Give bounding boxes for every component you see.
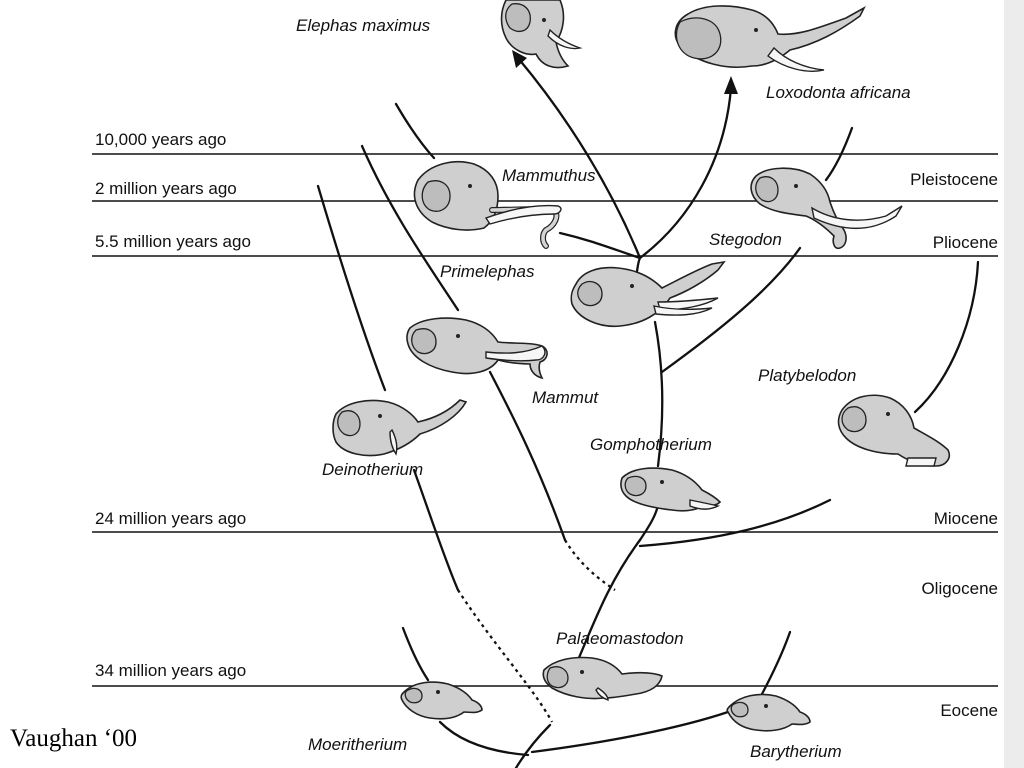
branch-main-lower: [576, 538, 642, 662]
primelephas-head-icon: [570, 260, 726, 328]
gomphotherium-head-icon: [620, 467, 722, 512]
branch-deinotherium: [316, 184, 387, 392]
taxon-label-platybelodon: Platybelodon: [758, 366, 856, 385]
taxon-label-loxodonta-africana: Loxodonta africana: [766, 83, 911, 102]
branch-to-loxodonta: [638, 86, 733, 260]
branch-root: [514, 723, 552, 768]
epoch-label: Pliocene: [933, 233, 998, 252]
arrowhead-elephas: [512, 50, 527, 68]
branch-deinotherium-dotted: [457, 589, 554, 723]
animal-illustrations: [332, 0, 951, 732]
deinotherium-head-icon: [332, 399, 468, 457]
phylogeny-branches: [316, 50, 980, 768]
branch-mammuthus-top: [394, 102, 436, 160]
time-horizon-lines: [92, 153, 998, 687]
branch-deinotherium-lower: [412, 468, 460, 592]
taxon-labels: Elephas maximus Loxodonta africana Mammu…: [296, 16, 911, 761]
moeritherium-head-icon: [400, 681, 483, 720]
branch-main-middle: [653, 320, 664, 468]
branch-stegodon: [660, 246, 802, 374]
time-label: 34 million years ago: [95, 661, 246, 680]
arrowhead-loxodonta: [724, 76, 738, 94]
stegodon-head-icon: [750, 167, 903, 250]
loxodonta-africana-head-icon: [674, 5, 866, 72]
palaeomastodon-head-icon: [542, 656, 663, 701]
taxon-label-moeritherium: Moeritherium: [308, 735, 407, 754]
credit-label: Vaughan ‘00: [10, 725, 137, 752]
taxon-label-gomphotherium: Gomphotherium: [590, 435, 712, 454]
taxon-label-mammut: Mammut: [532, 388, 599, 407]
taxon-label-palaeomastodon: Palaeomastodon: [556, 629, 684, 648]
branch-mammut-dotted: [564, 539, 616, 591]
branch-root-left: [438, 720, 530, 757]
taxon-label-elephas-maximus: Elephas maximus: [296, 16, 431, 35]
epoch-label: Miocene: [934, 509, 998, 528]
branch-mammut-lower: [488, 370, 567, 542]
epoch-label: Oligocene: [921, 579, 998, 598]
branch-stegodon-upper: [824, 126, 854, 182]
branch-platybelodon-upper: [913, 260, 980, 414]
taxon-label-deinotherium: Deinotherium: [322, 460, 423, 479]
branch-barytherium: [760, 630, 792, 696]
time-label: 10,000 years ago: [95, 130, 226, 149]
barytherium-head-icon: [726, 693, 811, 732]
mammut-head-icon: [406, 317, 548, 380]
mammuthus-head-icon: [413, 160, 562, 249]
branch-gompho-lower: [638, 503, 660, 542]
elephas-maximus-head-icon: [500, 0, 583, 69]
platybelodon-head-icon: [837, 394, 951, 467]
branch-to-elephas: [516, 56, 642, 260]
branch-moeritherium: [401, 626, 430, 682]
page-edge-shade: [1004, 0, 1024, 768]
time-label: 24 million years ago: [95, 509, 246, 528]
branch-to-mammuthus: [558, 231, 642, 260]
epoch-label: Eocene: [940, 701, 998, 720]
taxon-label-mammuthus: Mammuthus: [502, 166, 596, 185]
branch-root-right: [530, 710, 730, 754]
branch-platybelodon-link: [638, 498, 832, 548]
taxon-label-barytherium: Barytherium: [750, 742, 842, 761]
epoch-labels: Pleistocene Pliocene Miocene Oligocene E…: [910, 170, 998, 720]
epoch-label: Pleistocene: [910, 170, 998, 189]
time-label: 2 million years ago: [95, 179, 237, 198]
time-label: 5.5 million years ago: [95, 232, 251, 251]
time-labels: 10,000 years ago 2 million years ago 5.5…: [95, 130, 251, 680]
taxon-label-stegodon: Stegodon: [709, 230, 782, 249]
taxon-label-primelephas: Primelephas: [440, 262, 535, 281]
branch-mammut-upper: [360, 144, 460, 312]
